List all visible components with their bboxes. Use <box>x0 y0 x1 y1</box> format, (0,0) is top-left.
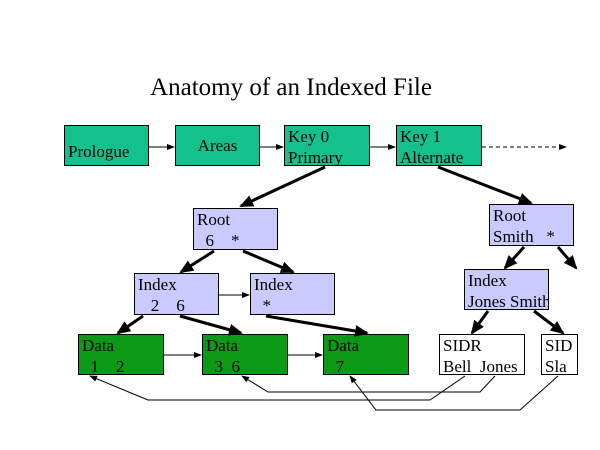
data-box-3: Data 7 <box>323 334 409 375</box>
key0-box: Key 0 Primary <box>284 125 370 166</box>
data-box-1: Data 1 2 <box>78 334 164 375</box>
left-root-box: Root 6 * <box>193 208 278 250</box>
arrow-index1-data2 <box>179 314 243 336</box>
arrow-root-offscreen <box>556 246 578 270</box>
arrow-key1-root <box>437 165 533 205</box>
arrow-key0-root <box>239 165 326 208</box>
key1-box: Key 1 Alternate <box>396 125 482 166</box>
sidr-box-1: SIDR Bell Jones <box>439 334 525 375</box>
areas-box: Areas <box>175 125 260 166</box>
left-index1-box: Index 2 6 <box>134 273 219 315</box>
arrow-index2-data3 <box>265 314 369 337</box>
pointer-bell-data1 <box>89 375 466 401</box>
pointer-jones-data2 <box>241 375 496 393</box>
pointer-sla-data3 <box>349 375 559 411</box>
arrow-root-index1 <box>179 249 215 274</box>
arrow-index-sidr2 <box>533 309 565 335</box>
data-box-2: Data 3 6 <box>202 334 288 375</box>
arrow-index1-data1 <box>116 314 144 335</box>
arrow-root-index-right <box>503 245 526 270</box>
sidr-box-2: SID Sla <box>541 334 578 375</box>
arrow-index-sidr1 <box>470 310 490 335</box>
arrow-root-index2 <box>242 249 295 274</box>
right-index-box: Index Jones Smith <box>464 269 549 310</box>
right-root-box: Root Smith * <box>489 204 574 246</box>
diagram-title: Anatomy of an Indexed File <box>150 74 432 101</box>
prologue-box: Prologue <box>64 125 149 166</box>
left-index2-box: Index * <box>250 273 335 315</box>
